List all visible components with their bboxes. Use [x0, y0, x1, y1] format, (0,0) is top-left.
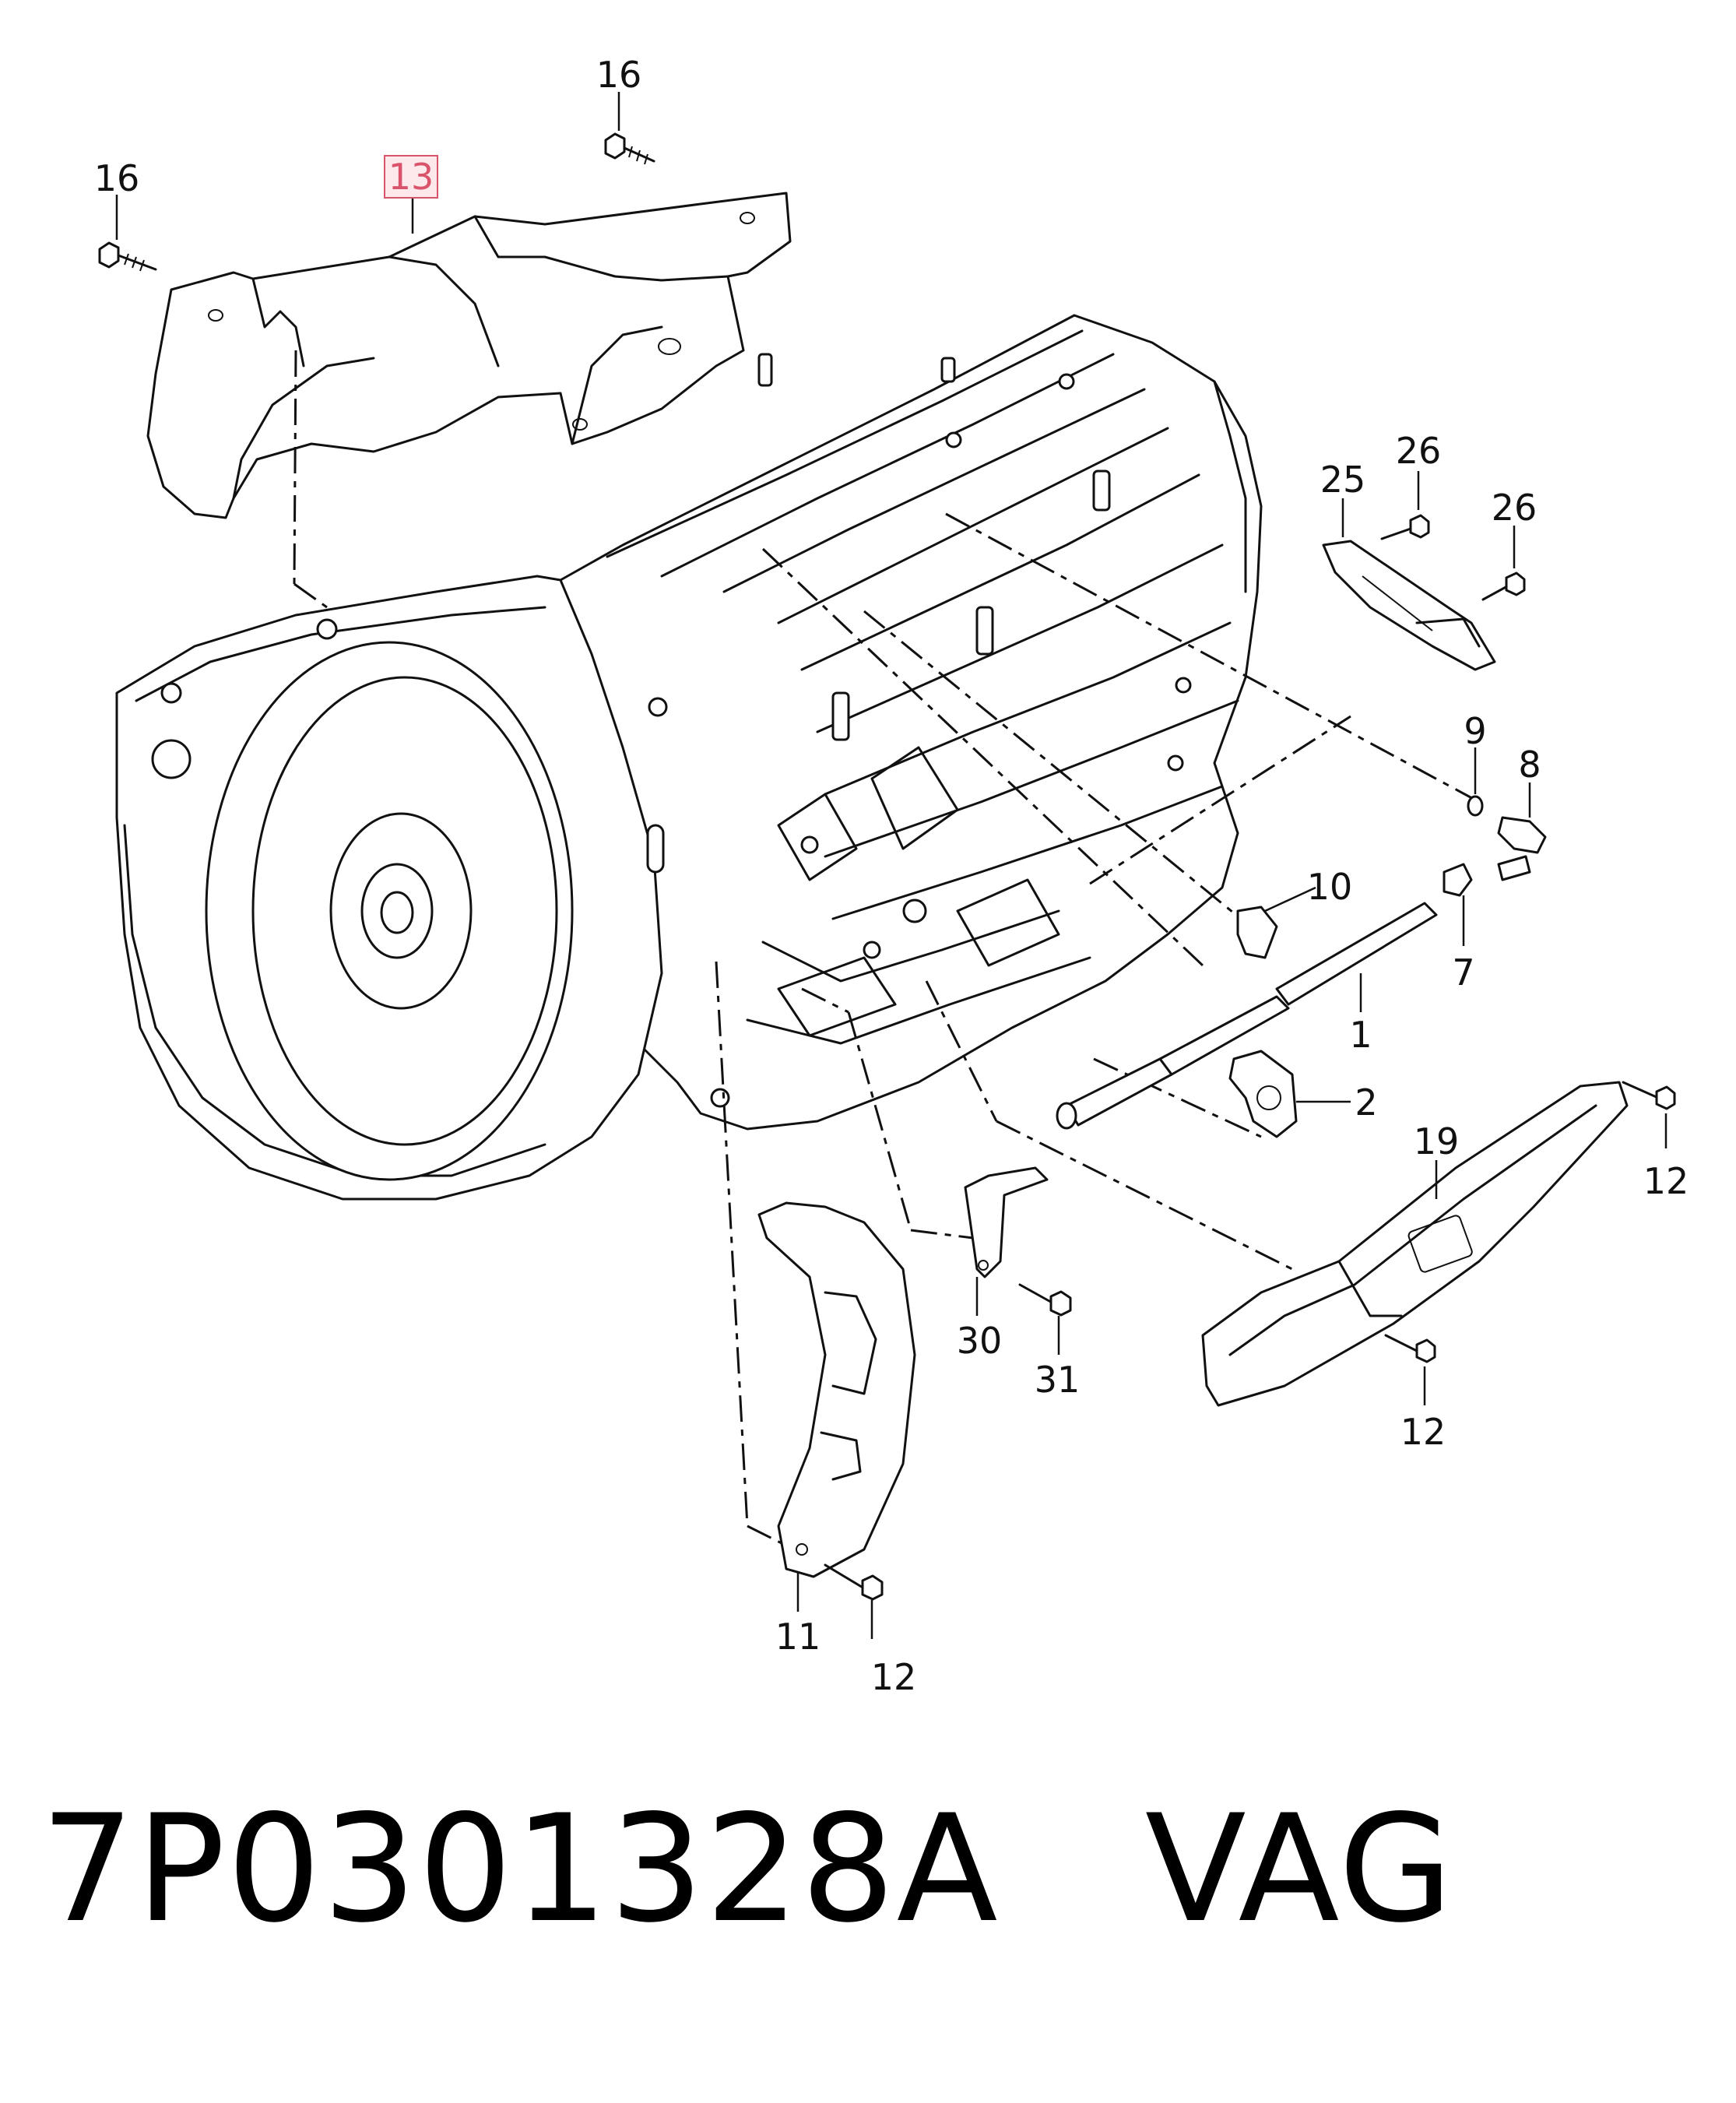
- callout-9: 9: [1464, 710, 1486, 752]
- oil-pan-part-19[interactable]: [1201, 1081, 1629, 1407]
- clamp-part-2[interactable]: [1228, 1050, 1298, 1138]
- callout-13[interactable]: 13: [388, 156, 434, 198]
- caption-spacer: [1000, 1783, 1145, 1955]
- clip-part-10[interactable]: [1236, 906, 1278, 959]
- brand-name: VAG: [1144, 1783, 1455, 1955]
- callout-8: 8: [1518, 744, 1541, 786]
- transmission-housing: [115, 314, 1263, 1201]
- callout-2: 2: [1355, 1081, 1377, 1124]
- callout-31: 31: [1035, 1359, 1081, 1401]
- seal-ring-part-9[interactable]: [1467, 795, 1484, 817]
- cover-part-11[interactable]: [757, 1201, 916, 1578]
- leader-lines: [115, 92, 1667, 1639]
- clip-part-7[interactable]: [1443, 863, 1473, 897]
- callout-10: 10: [1307, 866, 1353, 908]
- bolt-12-lower[interactable]: [824, 1563, 884, 1601]
- callout-26-upper: 26: [1396, 430, 1442, 472]
- callout-labels: 16 16 13 25 26 26 9 8 10 7 1 2 19 12 30 …: [94, 54, 1689, 1698]
- callout-12-lower: 12: [871, 1656, 917, 1698]
- callout-26-lower: 26: [1492, 487, 1537, 529]
- heat-shield-part-13[interactable]: [146, 192, 792, 519]
- pipe-part-1[interactable]: [1056, 902, 1438, 1130]
- callout-16-top: 16: [596, 54, 642, 96]
- callout-12-right-top: 12: [1643, 1160, 1689, 1202]
- bolt-part-31[interactable]: [1018, 1283, 1072, 1317]
- callout-1: 1: [1349, 1014, 1372, 1056]
- part-caption: 7P0301328A VAG: [40, 1783, 1455, 1955]
- callout-12-right-bottom: 12: [1400, 1411, 1446, 1453]
- bolt-16-left[interactable]: [98, 241, 157, 272]
- bolt-16-top[interactable]: [604, 132, 655, 165]
- bolt-26-upper[interactable]: [1380, 514, 1430, 540]
- callout-19: 19: [1414, 1120, 1460, 1162]
- assembly-lines: [293, 350, 1480, 1551]
- fitting-part-8[interactable]: [1497, 816, 1547, 881]
- callout-11: 11: [775, 1616, 821, 1658]
- callout-7: 7: [1452, 951, 1474, 993]
- part-number: 7P0301328A: [40, 1783, 1000, 1955]
- callout-30: 30: [957, 1320, 1003, 1362]
- bolt-26-lower[interactable]: [1481, 571, 1526, 601]
- callout-16-left: 16: [94, 157, 140, 199]
- callout-13-highlight: [384, 155, 438, 199]
- callout-25: 25: [1320, 459, 1366, 501]
- bolt-12-right-top[interactable]: [1622, 1081, 1676, 1110]
- bolt-12-right-bottom[interactable]: [1384, 1334, 1436, 1363]
- bracket-part-25[interactable]: [1322, 540, 1496, 671]
- bracket-part-30[interactable]: [964, 1166, 1049, 1278]
